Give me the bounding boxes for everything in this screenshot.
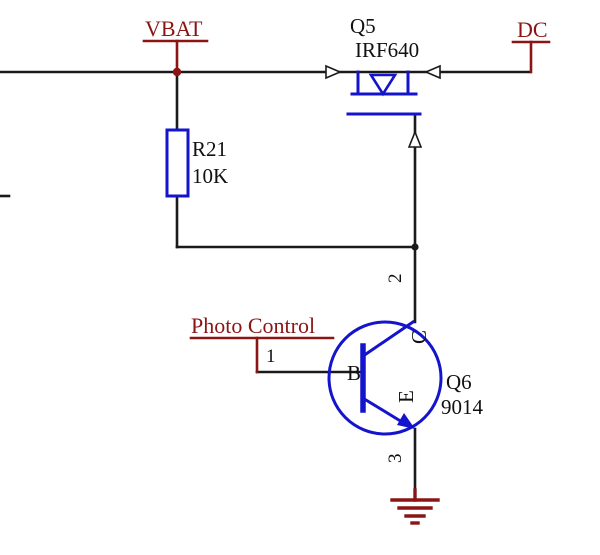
transistor-emitter-arrow-icon <box>397 413 415 429</box>
dc-label: DC <box>517 17 548 42</box>
pin-arrow-drain-icon <box>423 64 441 80</box>
pin-1-label: 1 <box>266 346 276 367</box>
q6-part-label: 9014 <box>441 395 484 419</box>
q5-refdes-label: Q5 <box>350 14 376 38</box>
collector-terminal-label: C <box>407 330 431 344</box>
q5-part-label: IRF640 <box>355 38 419 62</box>
photo-control-label: Photo Control <box>191 313 315 338</box>
transistor-body-circle <box>327 320 443 436</box>
q6-refdes-label: Q6 <box>446 370 472 394</box>
mosfet-q5-symbol <box>346 70 422 116</box>
pin-3-label: 3 <box>385 454 406 464</box>
mosfet-body-arrow-icon <box>368 73 398 97</box>
r21-value-label: 10K <box>192 164 228 188</box>
resistor-r21-symbol <box>165 128 190 198</box>
vbat-label: VBAT <box>145 16 203 41</box>
transistor-q6-symbol <box>327 319 443 436</box>
pin-arrow-gate-icon <box>407 129 423 148</box>
pin-arrow-source-icon <box>325 64 343 80</box>
transistor-collector-lead <box>363 319 416 357</box>
base-terminal-label: B <box>347 361 361 385</box>
emitter-terminal-label: E <box>394 390 418 403</box>
transistor-emitter-lead <box>363 397 405 425</box>
r21-refdes-label: R21 <box>192 137 227 161</box>
junction-dot-gate-node <box>411 243 419 251</box>
pin-2-label: 2 <box>385 274 406 284</box>
